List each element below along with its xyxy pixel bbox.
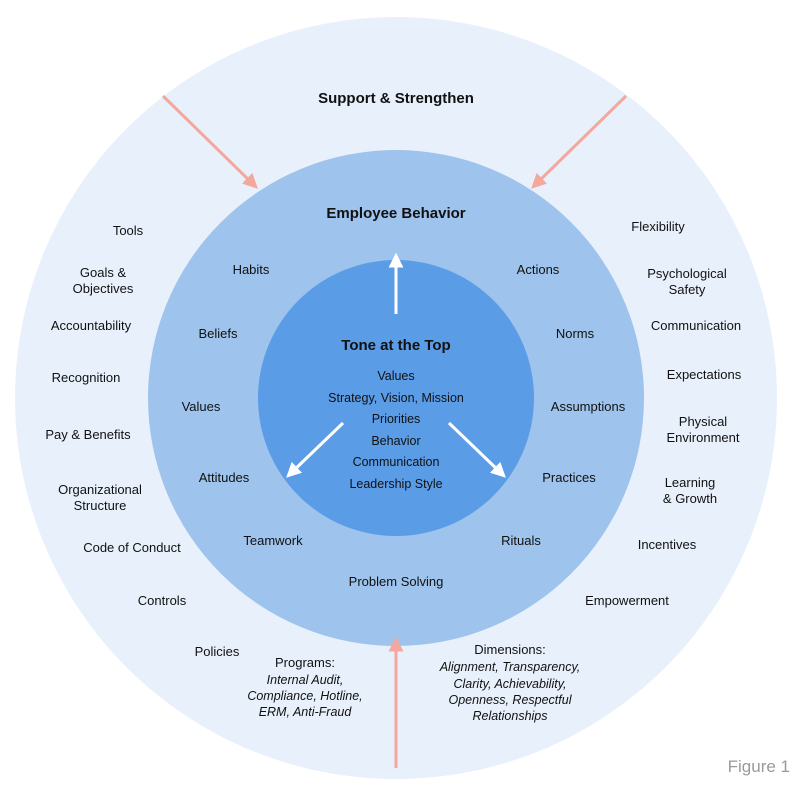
middle-title: Employee Behavior [326, 205, 465, 222]
inner-item-communication: Communication [353, 455, 440, 469]
arrow-top-right [531, 94, 628, 189]
figure-label: Figure 1 [728, 757, 790, 776]
programs-line-3: ERM, Anti-Fraud [259, 705, 353, 719]
outer-item-pay-benefits: Pay & Benefits [45, 427, 131, 442]
outer-item-tools: Tools [113, 223, 144, 238]
dimensions-line-1: Alignment, Transparency, [439, 660, 581, 674]
outer-item-goals: Goals &Objectives [73, 265, 134, 296]
middle-item-actions: Actions [517, 262, 560, 277]
outer-item-incentives: Incentives [638, 537, 697, 552]
outer-title: Support & Strengthen [318, 90, 474, 107]
arrow-top-left [161, 94, 258, 189]
dimensions-label: Dimensions: [474, 642, 546, 657]
inner-circle [258, 260, 534, 536]
arrow-inner-right [447, 421, 506, 478]
inner-item-priorities: Priorities [372, 412, 421, 426]
outer-item-policies: Policies [195, 644, 240, 659]
programs-label: Programs: [275, 655, 335, 670]
inner-item-behavior: Behavior [371, 434, 420, 448]
outer-item-learning: Learning& Growth [663, 475, 717, 506]
middle-item-values: Values [182, 399, 221, 414]
programs-line-2: Compliance, Hotline, [247, 689, 362, 703]
outer-item-accountability: Accountability [51, 318, 132, 333]
middle-item-rituals: Rituals [501, 533, 541, 548]
outer-item-empowerment: Empowerment [585, 593, 669, 608]
middle-item-assumptions: Assumptions [551, 399, 626, 414]
arrow-inner-left [286, 421, 345, 478]
dimensions-line-4: Relationships [472, 709, 547, 723]
middle-item-teamwork: Teamwork [243, 533, 303, 548]
middle-item-beliefs: Beliefs [198, 326, 238, 341]
inner-item-values: Values [377, 369, 414, 383]
inner-item-leadership: Leadership Style [349, 477, 442, 491]
dimensions-line-3: Openness, Respectful [449, 693, 573, 707]
dimensions-line-2: Clarity, Achievability, [454, 677, 567, 691]
outer-item-code-of-conduct: Code of Conduct [83, 540, 181, 555]
outer-item-controls: Controls [138, 593, 187, 608]
inner-title: Tone at the Top [341, 337, 450, 354]
middle-item-attitudes: Attitudes [199, 470, 250, 485]
middle-item-practices: Practices [542, 470, 596, 485]
middle-item-problem-solving: Problem Solving [349, 574, 444, 589]
outer-item-flexibility: Flexibility [631, 219, 685, 234]
inner-item-strategy: Strategy, Vision, Mission [328, 391, 464, 405]
outer-item-recognition: Recognition [52, 370, 121, 385]
middle-item-habits: Habits [233, 262, 270, 277]
outer-item-expectations: Expectations [667, 367, 742, 382]
programs-line-1: Internal Audit, [267, 673, 344, 687]
middle-item-norms: Norms [556, 326, 595, 341]
outer-item-communication: Communication [651, 318, 741, 333]
